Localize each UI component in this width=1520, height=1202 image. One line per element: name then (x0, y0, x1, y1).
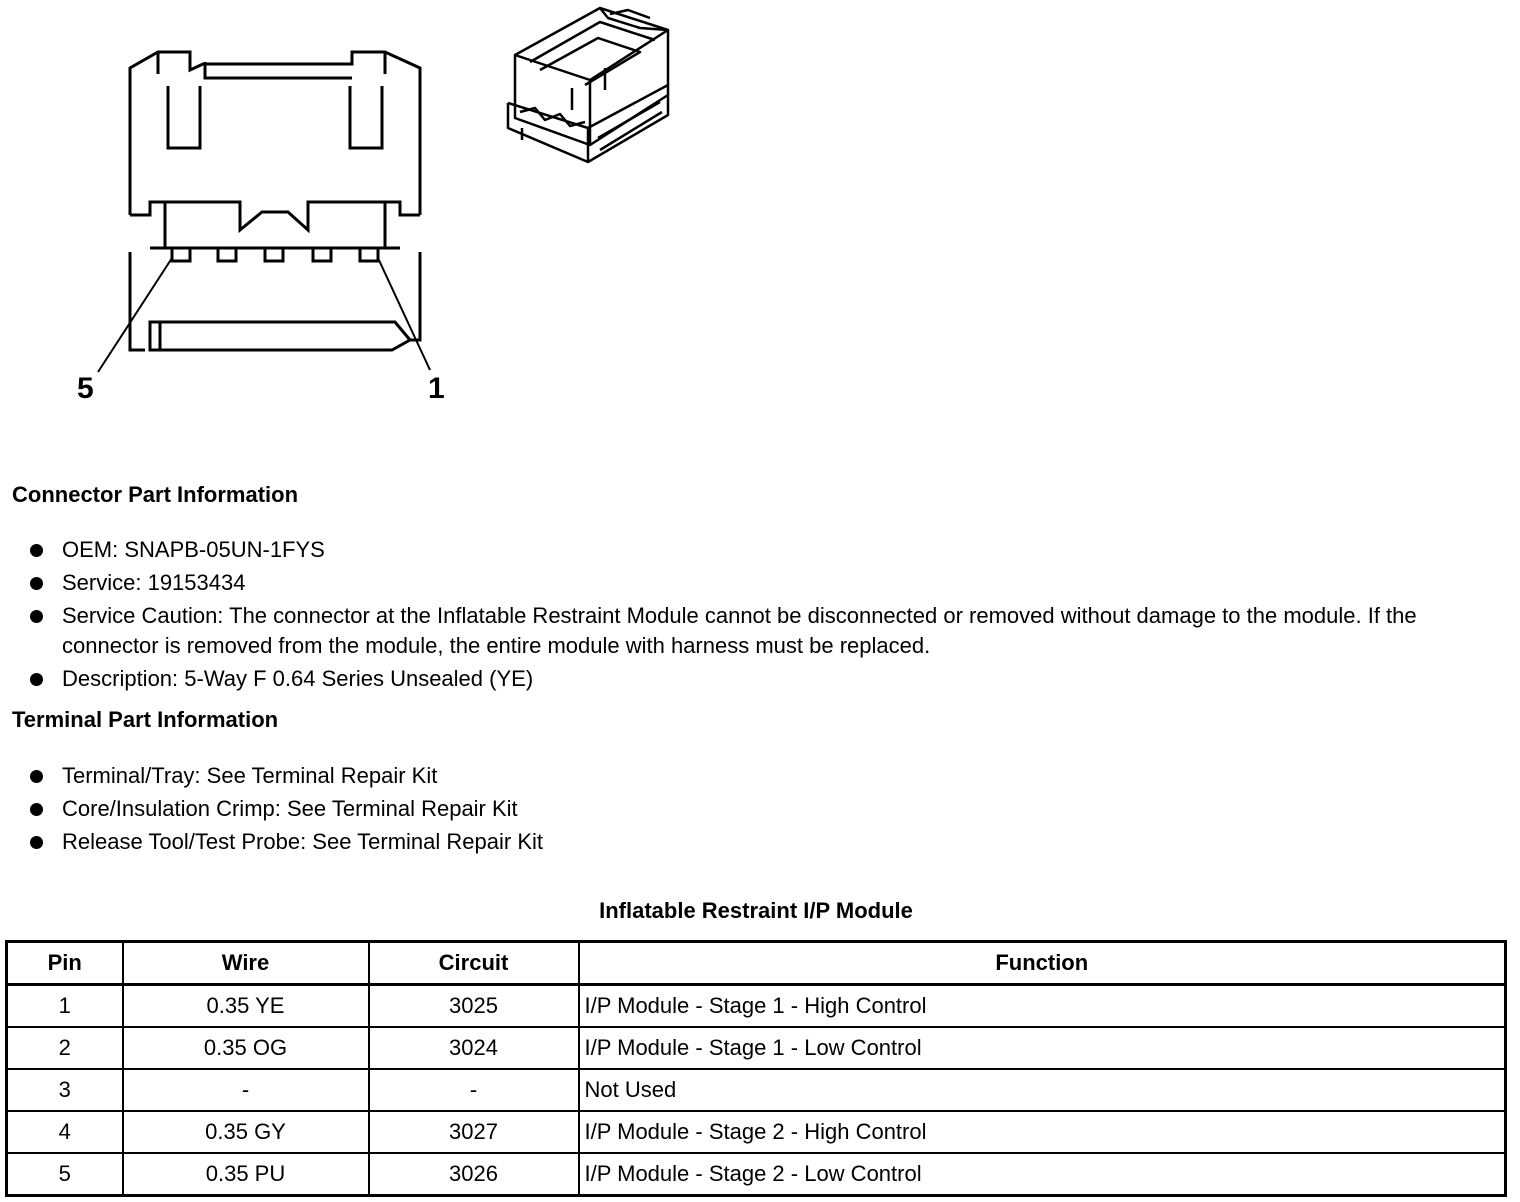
header-function: Function (577, 940, 1507, 986)
list-item: Service Caution: The connector at the In… (30, 601, 1490, 661)
cell-function: I/P Module - Stage 1 - Low Control (577, 1026, 1507, 1070)
bullet-icon (30, 577, 43, 590)
cell-circuit: 3024 (367, 1026, 580, 1070)
cell-pin: 4 (5, 1110, 124, 1154)
table-row: 4 0.35 GY 3027 I/P Module - Stage 2 - Hi… (5, 1110, 1507, 1154)
header-circuit: Circuit (367, 940, 580, 986)
cell-circuit: 3025 (367, 983, 580, 1028)
cell-function: I/P Module - Stage 2 - High Control (577, 1110, 1507, 1154)
cell-wire: 0.35 PU (121, 1152, 370, 1197)
cell-wire: 0.35 YE (121, 983, 370, 1028)
list-item-text: Service: 19153434 (62, 570, 246, 595)
bullet-icon (30, 610, 43, 623)
header-wire: Wire (121, 940, 370, 986)
cell-pin: 5 (5, 1152, 124, 1197)
cell-function: Not Used (577, 1068, 1507, 1112)
bullet-icon (30, 544, 43, 557)
header-pin: Pin (5, 940, 124, 986)
cell-wire: 0.35 OG (121, 1026, 370, 1070)
list-item: OEM: SNAPB-05UN-1FYS (30, 535, 1490, 565)
terminal-part-info-heading: Terminal Part Information (12, 707, 279, 732)
cell-wire: - (121, 1068, 370, 1112)
list-item-text: OEM: SNAPB-05UN-1FYS (62, 537, 325, 562)
table-row: 1 0.35 YE 3025 I/P Module - Stage 1 - Hi… (5, 983, 1507, 1028)
table-title: Inflatable Restraint I/P Module (599, 898, 913, 923)
terminal-part-info-list: Terminal/Tray: See Terminal Repair Kit C… (30, 761, 1490, 860)
list-item: Terminal/Tray: See Terminal Repair Kit (30, 761, 1490, 791)
table-row: 3 - - Not Used (5, 1068, 1507, 1112)
cell-circuit: 3026 (367, 1152, 580, 1197)
list-item-text: Description: 5-Way F 0.64 Series Unseale… (62, 666, 534, 691)
bullet-icon (30, 803, 43, 816)
table-row: 2 0.35 OG 3024 I/P Module - Stage 1 - Lo… (5, 1026, 1507, 1070)
list-item-text: Release Tool/Test Probe: See Terminal Re… (62, 829, 543, 854)
cell-function: I/P Module - Stage 1 - High Control (577, 983, 1507, 1028)
cell-circuit: 3027 (367, 1110, 580, 1154)
list-item: Release Tool/Test Probe: See Terminal Re… (30, 827, 1490, 857)
cell-function: I/P Module - Stage 2 - Low Control (577, 1152, 1507, 1197)
pin-5-label: 5 (77, 372, 94, 405)
cell-wire: 0.35 GY (121, 1110, 370, 1154)
list-item: Description: 5-Way F 0.64 Series Unseale… (30, 664, 1490, 694)
list-item: Core/Insulation Crimp: See Terminal Repa… (30, 794, 1490, 824)
pin-1-label: 1 (428, 372, 445, 405)
bullet-icon (30, 770, 43, 783)
list-item-text: Core/Insulation Crimp: See Terminal Repa… (62, 796, 518, 821)
cell-pin: 1 (5, 983, 124, 1028)
table-row: 5 0.35 PU 3026 I/P Module - Stage 2 - Lo… (5, 1152, 1507, 1197)
cell-circuit: - (367, 1068, 580, 1112)
cell-pin: 2 (5, 1026, 124, 1070)
cell-pin: 3 (5, 1068, 124, 1112)
list-item-text: Terminal/Tray: See Terminal Repair Kit (62, 763, 438, 788)
list-item: Service: 19153434 (30, 568, 1490, 598)
bullet-icon (30, 836, 43, 849)
connector-part-info-heading: Connector Part Information (12, 482, 299, 507)
table-header-row: Pin Wire Circuit Function (5, 940, 1507, 986)
connector-part-info-list: OEM: SNAPB-05UN-1FYS Service: 19153434 S… (30, 535, 1490, 697)
pinout-table: Pin Wire Circuit Function 1 0.35 YE 3025… (5, 940, 1507, 1197)
bullet-icon (30, 673, 43, 686)
connector-face-diagram (97, 6, 670, 373)
list-item-text: Service Caution: The connector at the In… (62, 603, 1417, 658)
